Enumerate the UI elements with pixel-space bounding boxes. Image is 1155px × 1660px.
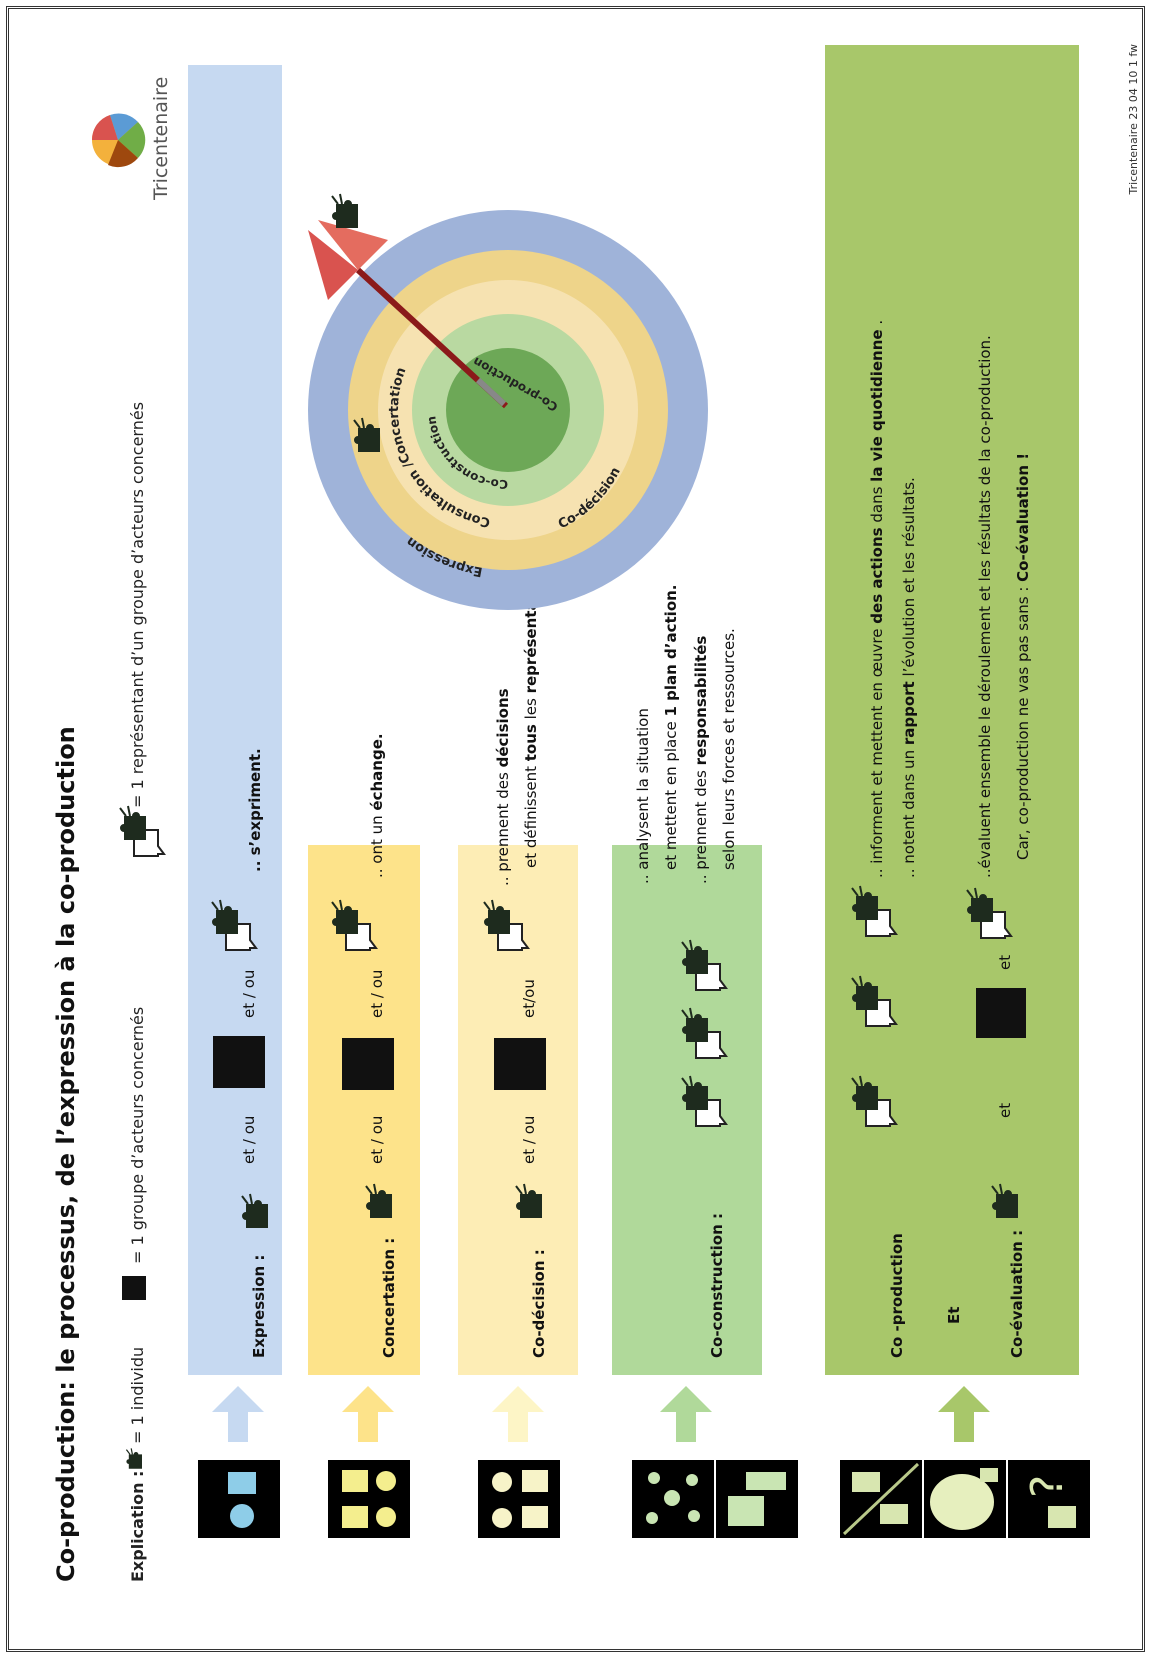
stage-codecision-desc-1: .. prennent des décisions <box>494 688 512 886</box>
stage-coevaluation-desc-1: ..évaluent ensemble le déroulement et le… <box>976 335 994 878</box>
group-icon <box>213 1036 265 1088</box>
coconstruction-pictogram-2-icon <box>716 1460 798 1538</box>
arrow-right-icon <box>938 1386 990 1442</box>
coconstruction-pictogram-1-icon <box>632 1460 714 1538</box>
connector: et/ou <box>520 979 538 1018</box>
svg-text:?: ? <box>1022 1475 1073 1498</box>
legend-label: Explication : <box>128 1470 147 1582</box>
group-icon <box>494 1038 546 1090</box>
page-frame <box>6 6 1145 1652</box>
stage-coconstruction-desc-4: selon leurs forces et ressources. <box>720 628 738 870</box>
slide: Co-production: le processus, de l’expres… <box>28 30 1148 1630</box>
coproduction-pictogram-1-icon <box>840 1460 922 1538</box>
codecision-pictogram-icon <box>478 1460 560 1538</box>
stage-and-label: Et <box>945 1306 963 1324</box>
page-title: Co-production: le processus, de l’expres… <box>52 726 80 1582</box>
footer: Tricentenaire 23 04 10 1 fw <box>1127 44 1140 195</box>
stage-expression-desc: .. s’expriment. <box>246 748 264 872</box>
group-icon <box>122 1276 146 1300</box>
representative-icon <box>963 890 1031 942</box>
representative-icon <box>328 902 396 954</box>
coevaluation-pictogram-icon: ? <box>1008 1460 1090 1538</box>
connector: et / ou <box>240 969 258 1018</box>
stage-concertation-desc: .. ont un échange. <box>368 733 386 878</box>
logo-wheel-icon <box>91 113 146 168</box>
connector: et / ou <box>368 969 386 1018</box>
stage-concertation-label: Concertation : <box>380 1237 398 1358</box>
connector: et / ou <box>368 1115 386 1164</box>
coproduction-pictogram-2-icon <box>924 1460 1006 1538</box>
stage-coconstruction-desc-1: .. analysent la situation <box>634 708 652 884</box>
individual-marker-icon <box>331 193 359 229</box>
arrow-right-icon <box>660 1386 712 1442</box>
band-coproduction <box>825 45 1079 1375</box>
stage-coproduction-desc-2: .. notent dans un rapport l’évolution et… <box>900 477 918 878</box>
stage-expression-label: Expression : <box>250 1254 268 1358</box>
stage-coproduction-label: Co -production <box>888 1233 906 1358</box>
target-diagram: Expression Consultation /Concertation Co… <box>308 193 708 610</box>
connector: et <box>996 954 1014 970</box>
connector: et / ou <box>520 1115 538 1164</box>
logo: Tricentenaire <box>88 77 178 200</box>
arrow-right-icon <box>342 1386 394 1442</box>
stage-coconstruction-label: Co-construction : <box>708 1213 726 1358</box>
individual-icon <box>991 1183 1019 1219</box>
legend-individual: = 1 individu <box>128 1346 147 1444</box>
band-expression <box>188 65 282 1375</box>
stage-coproduction-desc-1: .. informent et mettent en œuvre des act… <box>868 319 886 878</box>
representative-icon <box>678 1078 746 1130</box>
group-icon <box>342 1038 394 1090</box>
concertation-pictogram-icon <box>328 1460 410 1538</box>
representative-icon <box>678 1010 746 1062</box>
logo-text: Tricentenaire <box>150 76 172 200</box>
arrow-right-icon <box>212 1386 264 1442</box>
representative-icon <box>678 942 746 994</box>
connector: et <box>996 1102 1014 1118</box>
individual-icon <box>125 1447 143 1470</box>
arrow-right-icon <box>492 1386 544 1442</box>
legend-representative: = 1 représentant d’un groupe d’acteurs c… <box>128 401 147 808</box>
representative-icon <box>848 978 916 1030</box>
individual-icon <box>241 1193 269 1229</box>
stage-coevaluation-desc-2: Car, co-production ne vas pas sans : Co-… <box>1014 452 1032 860</box>
stage-coevaluation-label: Co-évaluation : <box>1008 1229 1026 1358</box>
representative-icon <box>208 902 276 954</box>
individual-icon <box>515 1183 543 1219</box>
representative-icon <box>848 888 916 940</box>
legend-group: = 1 groupe d’acteurs concernés <box>128 1006 147 1264</box>
dart-icon <box>308 220 509 409</box>
stage-coconstruction-desc-3: .. prennent des responsabilités <box>692 635 710 884</box>
representative-icon <box>480 902 548 954</box>
representative-icon <box>116 820 150 860</box>
group-icon <box>976 988 1026 1038</box>
expression-pictogram-icon <box>198 1460 280 1538</box>
representative-icon <box>848 1078 916 1130</box>
individual-icon <box>365 1183 393 1219</box>
stage-codecision-label: Co-décision : <box>530 1249 548 1358</box>
connector: et / ou <box>240 1115 258 1164</box>
